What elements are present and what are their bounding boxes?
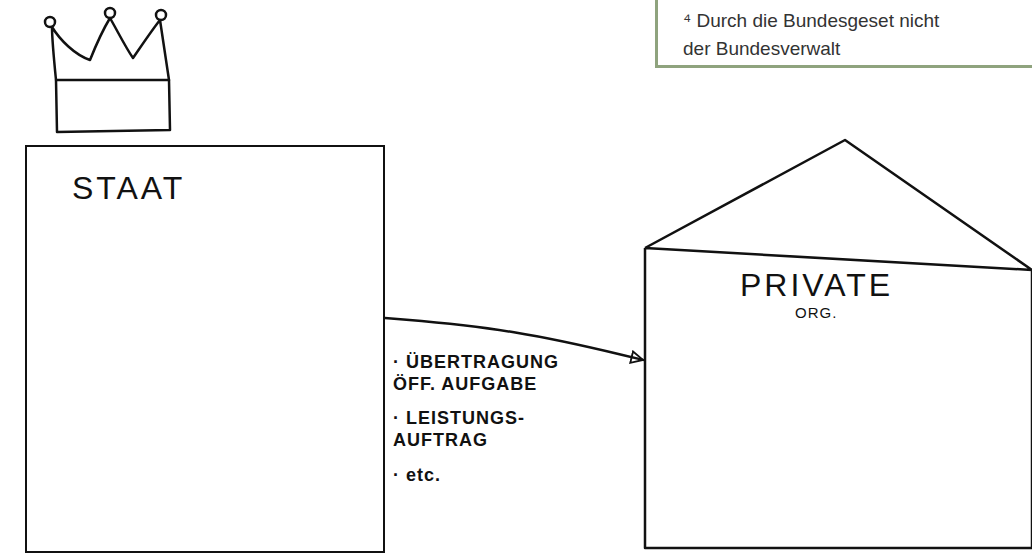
crown-ball [105,8,115,18]
transfer-note: · etc. [393,465,503,487]
node-subtitle: ORG. [795,304,875,322]
private-house-box: PRIVATEORG. [643,138,1032,552]
transfer-note: · LEISTUNGS- AUFTRAG [393,408,543,451]
crown-points [52,18,169,80]
crown-base [56,80,170,132]
house-outline [643,138,1032,552]
state-box: STAAT [25,145,385,553]
footnote-box: ⁴ Durch die Bundesgeset nicht der Bundes… [655,0,1032,68]
transfer-note: · ÜBERTRAGUNG ÖFF. AUFGABE [393,352,573,395]
node-title: PRIVATE [740,266,1000,304]
crown-ball [156,10,166,20]
node-title: ⁴ Durch die Bundesgeset nicht der Bundes… [683,7,948,62]
crown-ball [45,17,55,27]
house-shape [645,140,1032,548]
node-title: STAAT [72,169,312,207]
